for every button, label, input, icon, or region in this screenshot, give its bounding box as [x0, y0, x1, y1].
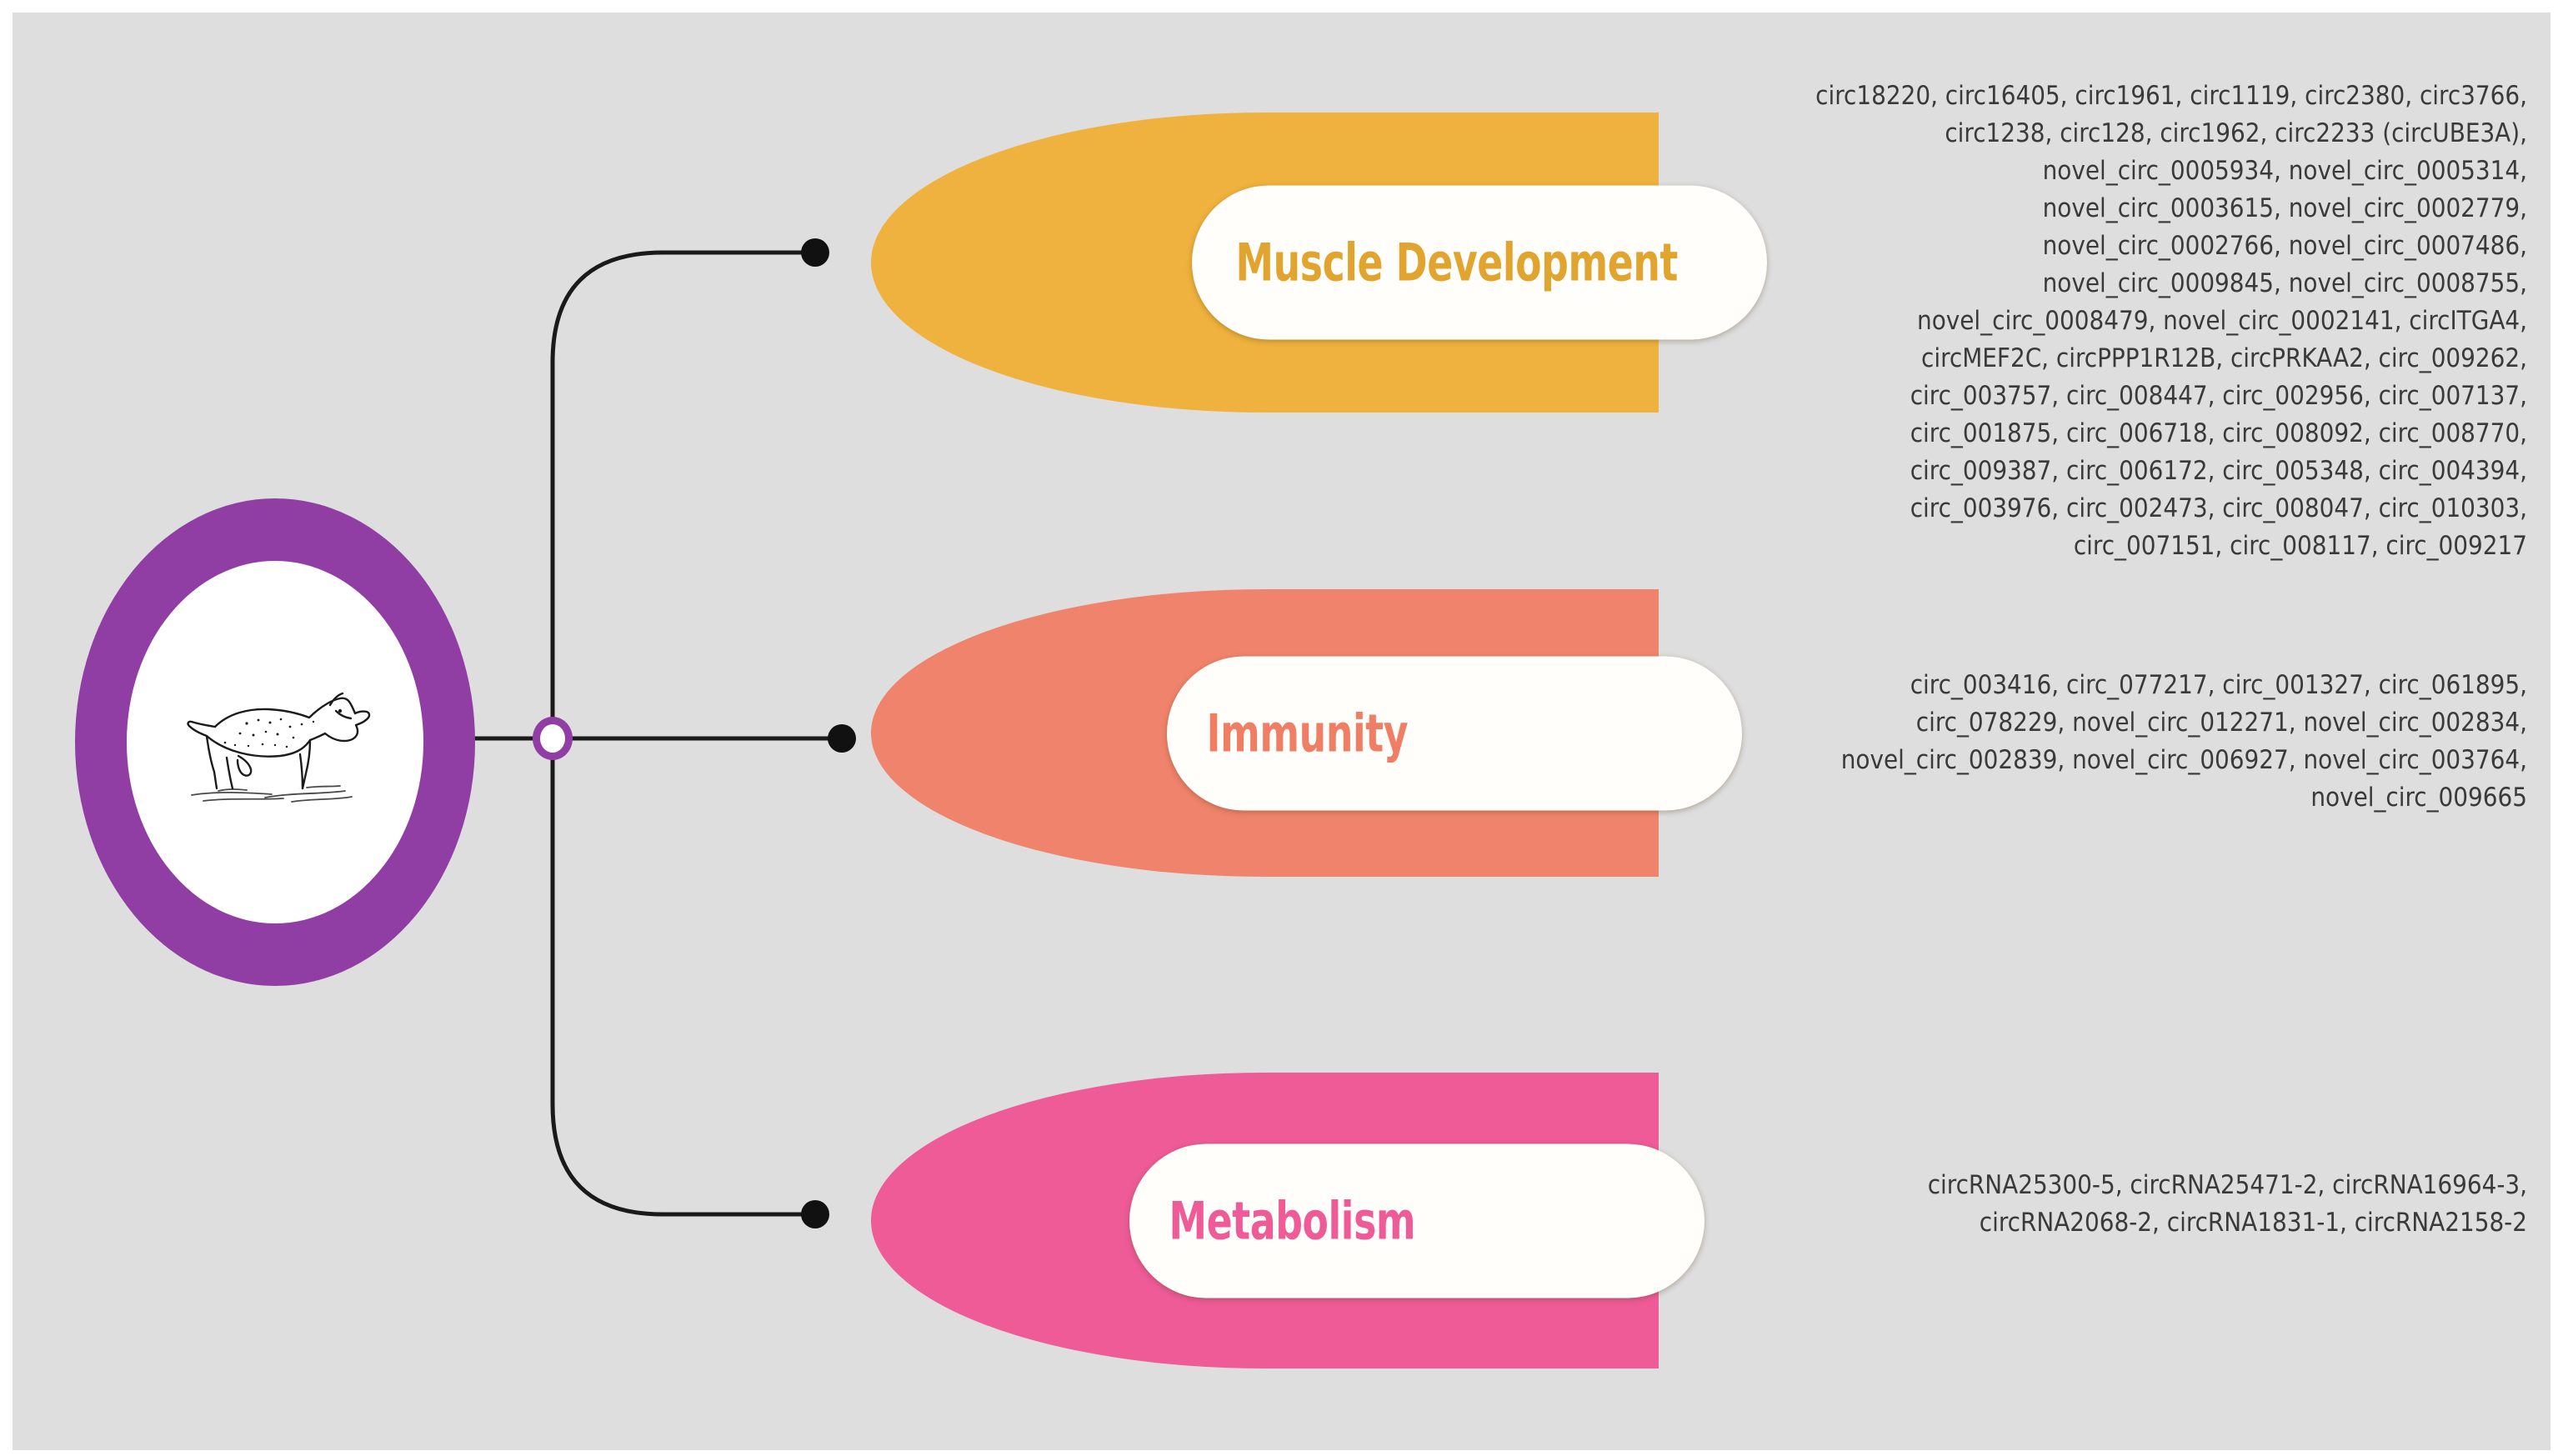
branch-pill-muscle[interactable]: Muscle Development: [1192, 185, 1767, 340]
endpoint-dot-immunity: [828, 724, 856, 753]
branch-metabolism[interactable]: Metabolism: [871, 1073, 1742, 1368]
branch-label-muscle: Muscle Development: [1235, 232, 1678, 293]
gene-list-immunity: circ_003416, circ_077217, circ_001327, c…: [1840, 670, 2527, 813]
branch-pill-immunity[interactable]: Immunity: [1167, 656, 1742, 810]
endpoint-dot-muscle: [801, 238, 829, 267]
connector-muscle: [550, 250, 804, 738]
branch-muscle-development[interactable]: Muscle Development: [871, 113, 1767, 413]
branch-pill-metabolism[interactable]: Metabolism: [1129, 1143, 1704, 1298]
gene-list-muscle: circ18220, circ16405, circ1961, circ1119…: [1815, 81, 2527, 561]
branch-hub[interactable]: [533, 717, 573, 760]
endpoint-dot-metabolism: [801, 1200, 829, 1228]
root-inner-circle: [127, 561, 423, 923]
diagram-canvas: Muscle Development Immunity Metabolism c…: [13, 13, 2550, 1450]
branch-label-metabolism: Metabolism: [1169, 1190, 1416, 1251]
connector-metabolism: [550, 738, 804, 1217]
branch-label-immunity: Immunity: [1206, 703, 1409, 763]
root-node[interactable]: [75, 498, 475, 986]
goat-icon: [187, 692, 371, 803]
branch-immunity[interactable]: Immunity: [871, 589, 1742, 877]
gene-list-metabolism: circRNA25300-5, circRNA25471-2, circRNA1…: [1927, 1170, 2527, 1238]
